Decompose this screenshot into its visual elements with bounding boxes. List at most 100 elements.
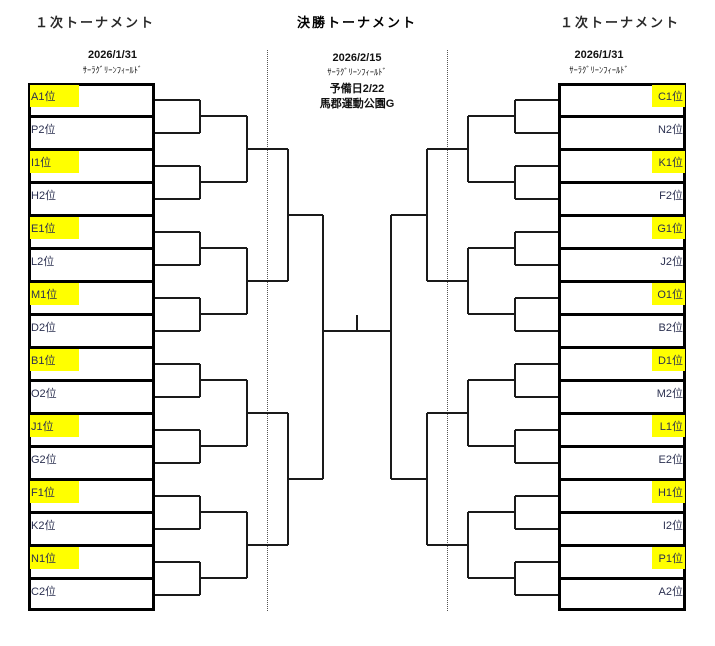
team-row-separator [558, 147, 686, 151]
team-row-separator [558, 543, 686, 547]
round1-connector [514, 561, 516, 595]
team-name: D2位 [31, 322, 57, 334]
round1-connector [514, 429, 516, 463]
team-name: B1位 [31, 355, 56, 367]
seed-highlight [652, 547, 685, 569]
right-tournament-title: １次トーナメント [559, 15, 680, 30]
final-match-line [323, 330, 391, 332]
team-name: M2位 [656, 388, 683, 400]
round1-winner-line [468, 313, 515, 315]
round1-feeder-line [515, 131, 558, 134]
round2-winner-line [247, 280, 288, 282]
seed-highlight [30, 481, 79, 503]
team-row-separator [28, 477, 155, 481]
team-row-separator [558, 411, 686, 415]
round2-connector [467, 248, 469, 314]
right-venue: ｻｰﾗｸﾞﾘｰﾝﾌｨｰﾙﾄﾞ [569, 65, 629, 75]
team-row-separator [28, 411, 155, 415]
seed-highlight [30, 349, 79, 371]
team-name: G1位 [657, 223, 683, 235]
semifinal-winner-line [391, 478, 427, 480]
team-row-separator [558, 246, 686, 250]
left-tournament-title: １次トーナメント [34, 15, 155, 30]
round2-winner-line [427, 148, 468, 150]
round1-winner-line [200, 577, 247, 579]
round1-feeder-line [155, 593, 200, 596]
team-name: B2位 [658, 322, 683, 334]
round1-feeder-line [155, 494, 200, 497]
round1-feeder-line [515, 395, 558, 398]
round1-feeder-line [515, 362, 558, 365]
round2-connector [467, 116, 469, 182]
round1-connector [514, 495, 516, 529]
round1-feeder-line [155, 527, 200, 530]
round2-winner-line [427, 544, 468, 546]
team-name: C1位 [657, 91, 683, 103]
round2-winner-line [247, 544, 288, 546]
round1-connector [514, 165, 516, 199]
right-finalist-line [390, 215, 392, 479]
team-row-separator [28, 279, 155, 283]
team-row-separator [558, 477, 686, 481]
final-tournament-title: 決勝トーナメント [296, 15, 417, 30]
round1-feeder-line [155, 164, 200, 167]
team-name: D1位 [657, 355, 683, 367]
team-name: C2位 [31, 586, 57, 598]
round1-feeder-line [155, 263, 200, 266]
team-name: E2位 [658, 454, 683, 466]
round2-winner-line [247, 412, 288, 414]
team-row-separator [558, 576, 686, 580]
round1-connector [514, 231, 516, 265]
team-name: M1位 [31, 289, 58, 301]
round1-feeder-line [515, 428, 558, 431]
round1-feeder-line [515, 560, 558, 563]
round1-feeder-line [155, 362, 200, 365]
round1-winner-line [200, 313, 247, 315]
round1-feeder-line [515, 494, 558, 497]
round1-winner-line [468, 511, 515, 513]
round2-connector [467, 512, 469, 578]
final-reserve-day: 予備日2/22 [329, 83, 385, 95]
round1-winner-line [468, 181, 515, 183]
round1-winner-line [468, 577, 515, 579]
round1-feeder-line [155, 230, 200, 233]
team-name: H2位 [31, 190, 57, 202]
round1-feeder-line [155, 395, 200, 398]
team-name: K2位 [31, 520, 56, 532]
round1-feeder-line [515, 461, 558, 464]
semifinal-connector [426, 149, 428, 281]
round2-winner-line [247, 148, 288, 150]
seed-highlight [652, 415, 685, 437]
team-name: F1位 [31, 487, 55, 499]
semifinal-connector [426, 413, 428, 545]
round1-feeder-line [515, 263, 558, 266]
team-name: G2位 [31, 454, 57, 466]
round1-feeder-line [515, 593, 558, 596]
team-row-separator [558, 444, 686, 448]
round1-winner-line [468, 379, 515, 381]
round1-feeder-line [155, 296, 200, 299]
team-name: E1位 [31, 223, 56, 235]
left-venue: ｻｰﾗｸﾞﾘｰﾝﾌｨｰﾙﾄﾞ [82, 65, 143, 75]
round1-feeder-line [155, 560, 200, 563]
team-name: J2位 [660, 256, 683, 268]
round1-feeder-line [515, 98, 558, 101]
right-date: 2026/1/31 [574, 49, 624, 61]
seed-highlight [30, 151, 79, 173]
seed-highlight [30, 283, 79, 305]
seed-highlight [30, 415, 79, 437]
team-row-separator [28, 378, 155, 382]
round1-feeder-line [515, 230, 558, 233]
team-row-separator [558, 279, 686, 283]
round1-winner-line [468, 115, 515, 117]
team-row-separator [558, 213, 686, 217]
team-name: N1位 [31, 553, 57, 565]
final-venue: ｻｰﾗｸﾞﾘｰﾝﾌｨｰﾙﾄﾞ [327, 67, 387, 77]
round1-feeder-line [155, 329, 200, 332]
round1-feeder-line [155, 98, 200, 101]
round1-feeder-line [155, 131, 200, 134]
team-row-separator [28, 147, 155, 151]
round1-connector [514, 363, 516, 397]
semifinal-winner-line [391, 214, 427, 216]
round1-feeder-line [515, 527, 558, 530]
